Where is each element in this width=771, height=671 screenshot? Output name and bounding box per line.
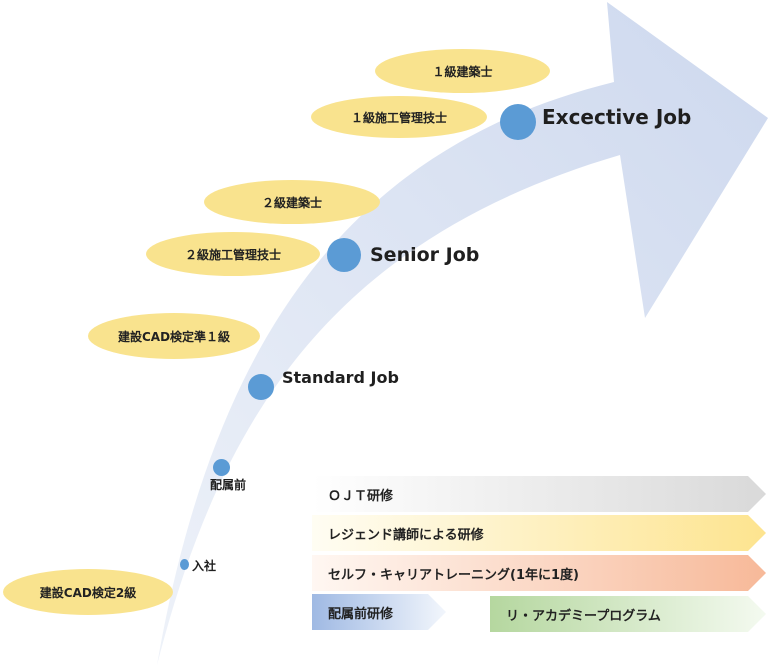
stage-label-entry: 入社 — [192, 559, 217, 573]
stage-node-entry — [180, 559, 189, 570]
stage-node-executive — [500, 104, 536, 140]
stage-node-senior — [327, 238, 361, 272]
program-ojt: ＯＪＴ研修 — [312, 476, 766, 512]
stage-label-executive: Excective Job — [542, 105, 692, 129]
qualification-architect-grade1: １級建築士 — [375, 49, 550, 93]
stage-node-pre-assignment — [213, 459, 230, 476]
arrow-body — [157, 2, 768, 665]
stage-label-senior: Senior Job — [370, 244, 480, 266]
qualification-construction-manager-grade2: ２級施工管理技士 — [146, 232, 320, 276]
stage-label-standard: Standard Job — [282, 368, 399, 387]
qualification-architect-grade2: ２級建築士 — [204, 180, 380, 224]
qualification-cad-grade2: 建設CAD検定2級 — [3, 569, 173, 615]
program-re-academy: リ・アカデミープログラム — [490, 596, 766, 632]
program-self-career-training: セルフ・キャリアトレーニング(1年に1度) — [312, 555, 766, 591]
program-pre-assignment-training: 配属前研修 — [312, 594, 446, 630]
qualification-construction-manager-grade1: １級施工管理技士 — [311, 96, 487, 138]
stage-node-standard — [248, 374, 274, 400]
stage-label-pre-assignment: 配属前 — [210, 478, 247, 492]
qualification-cad-semi-grade1: 建設CAD検定準１級 — [88, 313, 260, 359]
program-legend-lecturer: レジェンド講師による研修 — [312, 515, 766, 551]
